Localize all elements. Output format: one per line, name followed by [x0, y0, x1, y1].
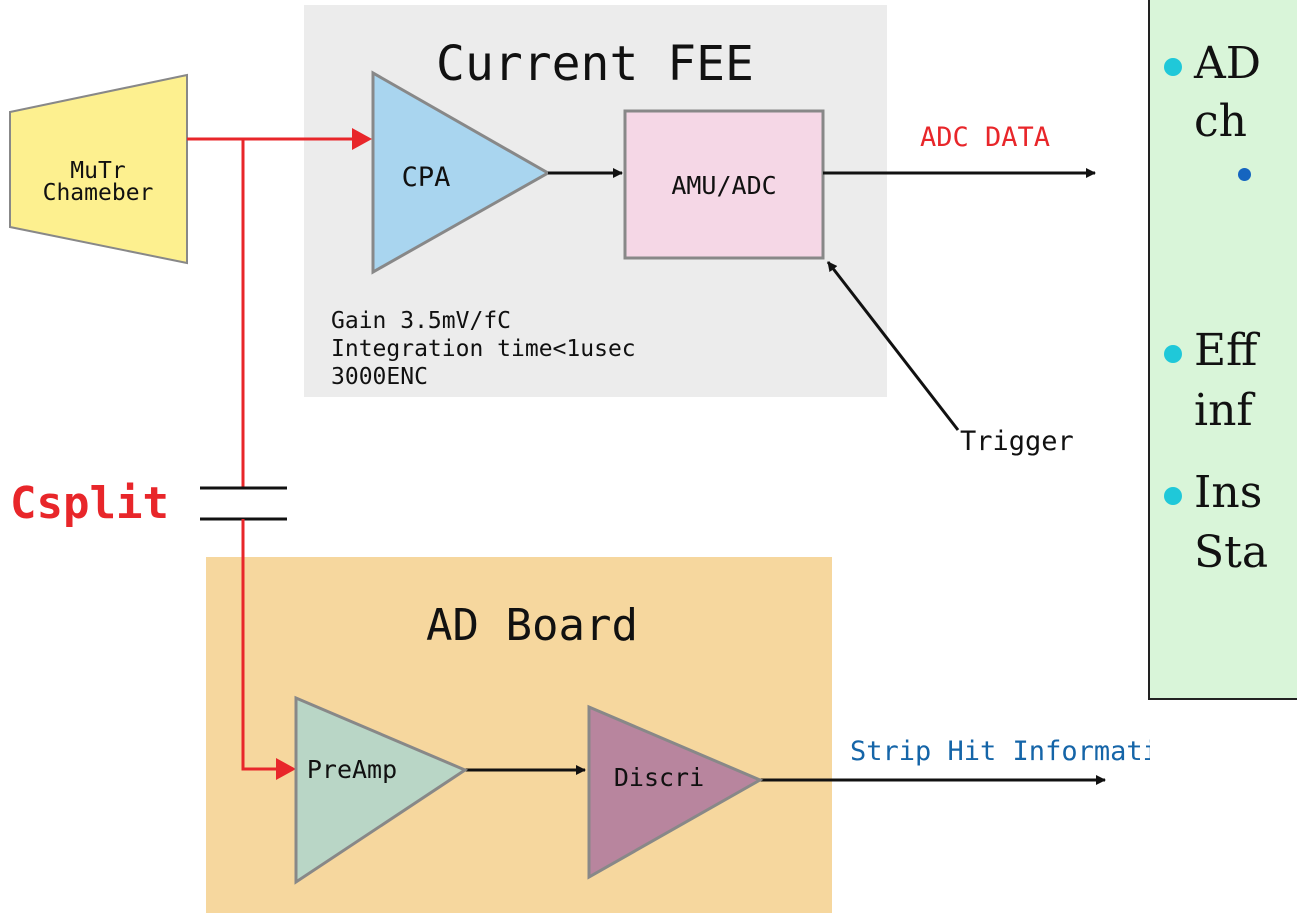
- bullet-text-4: inf: [1194, 385, 1253, 436]
- bullet-text-3: Eff: [1194, 325, 1258, 376]
- bullet-continuation-3: Sta: [1194, 527, 1268, 578]
- ad-board-title: AD Board: [426, 600, 638, 651]
- adc-data-label: ADC DATA: [920, 122, 1050, 153]
- spec-integration-time: Integration time<1usec: [331, 336, 636, 362]
- split-line-lower: [241, 519, 278, 771]
- sub-bullet-dot-icon: [1238, 168, 1251, 181]
- preamp-amplifier: [294, 695, 469, 885]
- trigger-arrow: [826, 261, 960, 431]
- trigger-label: Trigger: [960, 426, 1074, 457]
- bullet-item-3: Ins: [1164, 467, 1262, 518]
- chamber-label-line-1: MuTr: [70, 158, 125, 184]
- cpa-label: CPA: [402, 162, 451, 193]
- bullet-text-1: AD: [1194, 38, 1262, 89]
- spec-gain: Gain 3.5mV/fC: [331, 308, 511, 334]
- spec-enc: 3000ENC: [331, 364, 428, 390]
- strip-hit-label: Strip Hit Information: [850, 736, 1150, 767]
- discri-label: Discri: [614, 763, 704, 792]
- cpa-amplifier: [371, 70, 552, 275]
- bullet-continuation-1: ch: [1194, 96, 1247, 147]
- side-bullet-panel: AD ch Eff inf Ins Sta: [1148, 0, 1297, 700]
- amu-adc-label: AMU/ADC: [671, 171, 776, 200]
- mutr-chamber-shape: [9, 73, 188, 265]
- preamp-label: PreAmp: [307, 755, 397, 784]
- bullet-dot-icon: [1164, 486, 1182, 505]
- csplit-label: Csplit: [10, 478, 169, 529]
- bullet-dot-icon: [1164, 57, 1182, 76]
- bullet-text-5: Ins: [1194, 467, 1263, 518]
- bullet-text-6: Sta: [1194, 527, 1269, 578]
- bullet-dot-icon: [1164, 344, 1182, 363]
- block-diagram: Current FEE AD Board MuTr Chameber CPA A…: [9, 5, 1150, 913]
- to-preamp-arrowhead: [276, 758, 296, 780]
- discri-amplifier: [587, 704, 764, 880]
- bullet-item-1: AD: [1164, 38, 1261, 89]
- bullet-text-2: ch: [1194, 96, 1247, 147]
- bullet-continuation-2: inf: [1194, 385, 1253, 436]
- current-fee-title: Current FEE: [436, 36, 754, 92]
- amu-adc-box: [623, 109, 825, 260]
- chamber-label-line-2: Chameber: [43, 180, 154, 206]
- chamber-to-cpa-arrowhead: [352, 128, 372, 150]
- bullet-item-2: Eff: [1164, 325, 1257, 376]
